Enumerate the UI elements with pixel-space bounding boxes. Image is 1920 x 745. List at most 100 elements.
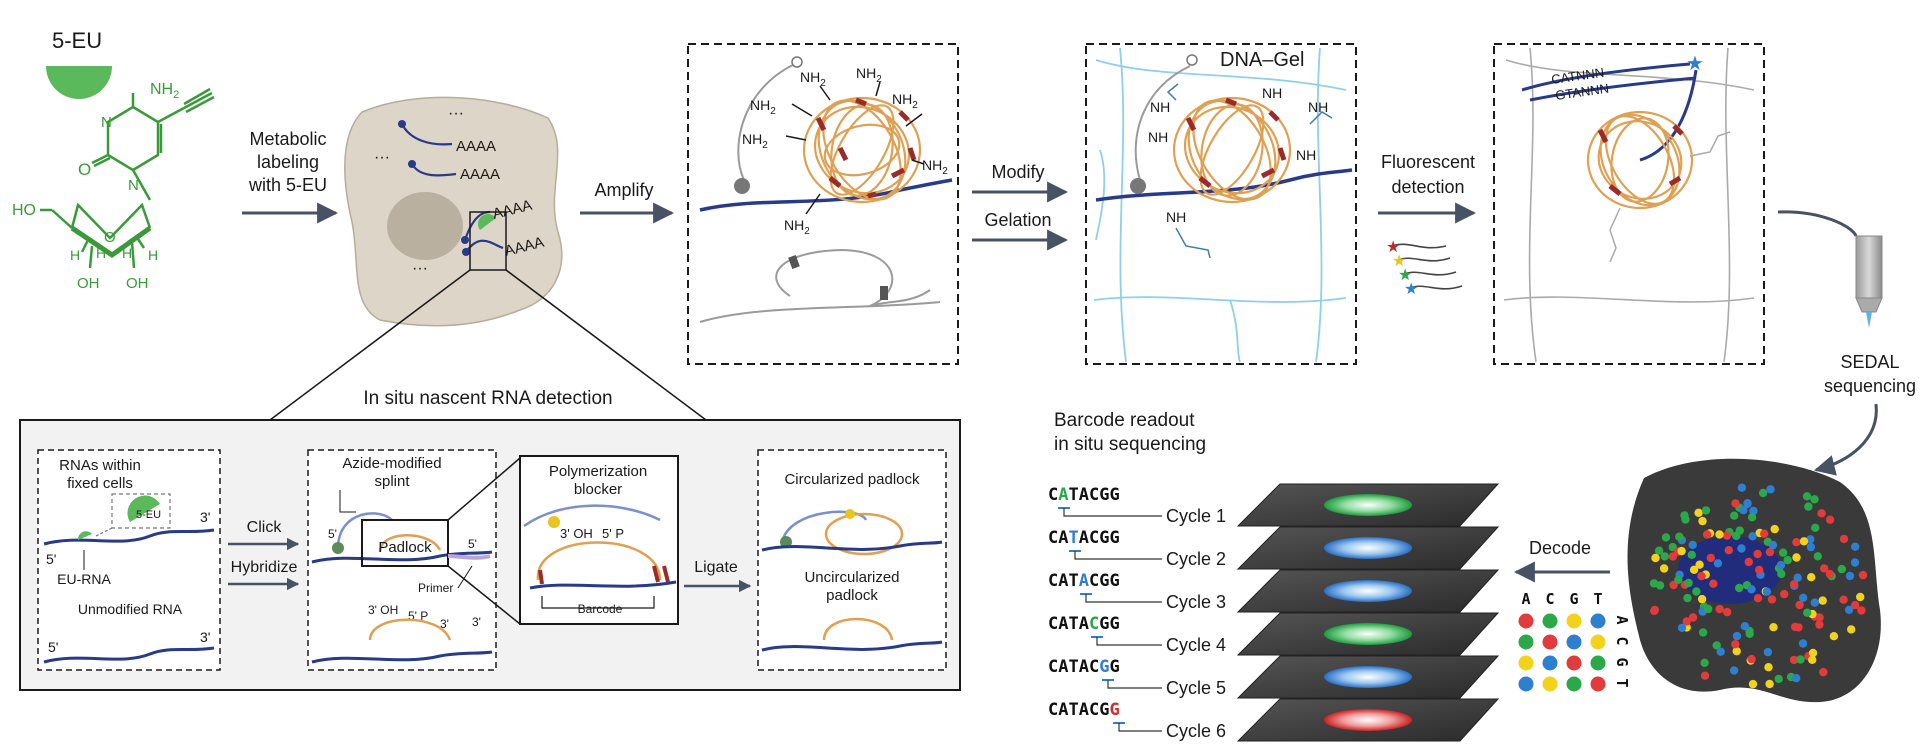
rna-strand xyxy=(311,650,493,664)
tissue-dot xyxy=(1701,506,1711,515)
tissue-dot xyxy=(1825,569,1835,579)
tissue-dot xyxy=(1732,531,1741,541)
tissue-dot xyxy=(1777,569,1786,579)
rnas-title-2: fixed cells xyxy=(67,475,133,492)
barcode-sequence: CATACGG xyxy=(1048,657,1120,677)
metabolic-line-3: with 5-EU xyxy=(248,175,327,195)
decode-col-label: G xyxy=(1569,590,1578,608)
carbonyl-o-label: O xyxy=(78,160,91,179)
amine-label: NH xyxy=(1148,129,1168,145)
step-metabolic-labeling: Metabolic labeling with 5-EU xyxy=(242,129,339,224)
star-icon: ★ xyxy=(1386,237,1400,256)
tissue-dot xyxy=(1697,571,1706,581)
oh-label-1: OH xyxy=(77,275,100,292)
rna-cap-dot xyxy=(398,120,406,128)
tissue-dot xyxy=(1792,553,1801,562)
tissue-dot xyxy=(1697,594,1707,604)
fluorescent-spot xyxy=(1324,537,1412,559)
blocker-icon xyxy=(548,516,560,528)
zoom-line-right xyxy=(505,269,707,421)
decode-row-label: G xyxy=(1613,657,1631,666)
cycle-label: Cycle 3 xyxy=(1166,592,1226,612)
tissue-dot xyxy=(1743,499,1752,508)
rna-strand xyxy=(529,580,677,590)
gel-mesh xyxy=(1503,47,1755,363)
primer-label: Primer xyxy=(418,581,453,595)
tissue-dot xyxy=(1684,578,1693,588)
tissue-dot xyxy=(1806,542,1816,552)
tissue-dot xyxy=(1731,640,1740,649)
three-oh-label: 3' OH xyxy=(560,526,593,541)
tissue-dot xyxy=(1770,524,1779,534)
molecule-5eu: 5-EU NH2 O N xyxy=(12,28,215,292)
eu-half-disc-icon xyxy=(46,66,112,99)
cycle-label: Cycle 2 xyxy=(1166,549,1226,569)
star-icon: ★ xyxy=(1398,265,1412,284)
tissue-dot xyxy=(1817,509,1826,518)
rca-ball xyxy=(1172,96,1292,204)
zoom-line xyxy=(447,565,521,625)
primer-pointer xyxy=(457,565,473,589)
readout-title-2: in situ sequencing xyxy=(1054,434,1206,455)
fluorescent-probes-icon xyxy=(1391,243,1463,290)
anchor-icon xyxy=(734,178,750,194)
ring-n-label-1: N xyxy=(101,114,112,131)
tissue-dot xyxy=(1839,534,1849,544)
light-beam xyxy=(1866,312,1872,328)
tissue-dot xyxy=(1704,604,1713,614)
decode-col-label: A xyxy=(1521,590,1530,608)
ring-o-label: O xyxy=(104,229,116,246)
padlock-strand xyxy=(378,534,442,553)
panel-amplicon: NH2 NH2 NH2 NH2 NH2 NH2 NH2 xyxy=(687,43,959,365)
decode-dot xyxy=(1566,655,1582,671)
padlock-zoom-box xyxy=(361,519,449,567)
decode-dot xyxy=(1590,613,1606,629)
three-oh-label: 3' OH xyxy=(368,603,398,617)
tissue-section xyxy=(1627,458,1881,703)
panel-dna-gel-border xyxy=(1085,43,1357,365)
tissue-dot xyxy=(1674,575,1683,584)
tissue-dot xyxy=(1677,623,1687,632)
tissue-dot xyxy=(1729,666,1739,675)
tissue-dot xyxy=(1789,655,1799,665)
ligate-label: Ligate xyxy=(694,559,738,576)
tissue-dot xyxy=(1807,573,1816,582)
tissue-dot xyxy=(1798,639,1808,648)
tissue-dot xyxy=(1654,546,1664,555)
sedal-arrow-icon xyxy=(1813,403,1878,476)
rnas-title-1: RNAs within xyxy=(59,457,141,474)
nh2-label: NH2 xyxy=(150,81,179,101)
tissue-dot xyxy=(1851,600,1860,610)
tissue-dot xyxy=(1804,502,1813,511)
cycle-label: Cycle 1 xyxy=(1166,506,1226,526)
anchor-icon xyxy=(1130,178,1146,194)
circular-padlock xyxy=(824,512,904,556)
rna-strand xyxy=(1095,168,1353,202)
tissue-dot xyxy=(1737,544,1746,553)
tissue-dot xyxy=(1811,523,1820,532)
tissue-dot xyxy=(1695,560,1704,569)
tissue-dot xyxy=(1789,580,1799,589)
gel-mesh xyxy=(1093,47,1347,363)
h-label-2: H xyxy=(96,245,106,261)
blocker-icon xyxy=(791,56,803,68)
tissue-dot xyxy=(1700,658,1709,667)
tissue-dot xyxy=(1825,515,1835,524)
tissue-dots xyxy=(1649,483,1868,689)
tissue-dot xyxy=(1844,605,1854,614)
cell: AAAA AAAA AAAA AAAA ··· ··· ··· xyxy=(269,96,707,421)
rca-ball xyxy=(1586,110,1694,210)
tissue-dot xyxy=(1702,530,1712,539)
splint-strand xyxy=(780,510,868,543)
padlock-strand xyxy=(536,541,662,581)
tissue-dot xyxy=(1698,628,1708,637)
tissue-dot xyxy=(1655,581,1665,590)
tissue-dot xyxy=(1739,505,1748,515)
tissue-dot xyxy=(1730,511,1739,520)
detail-panel-rnas xyxy=(37,449,221,671)
padlock-arm xyxy=(880,286,888,300)
splint-title-1: Azide-modified xyxy=(342,455,441,472)
metabolic-line-2: labeling xyxy=(257,152,319,172)
tissue-dot xyxy=(1802,492,1812,501)
panel-probes-border xyxy=(1493,43,1765,365)
